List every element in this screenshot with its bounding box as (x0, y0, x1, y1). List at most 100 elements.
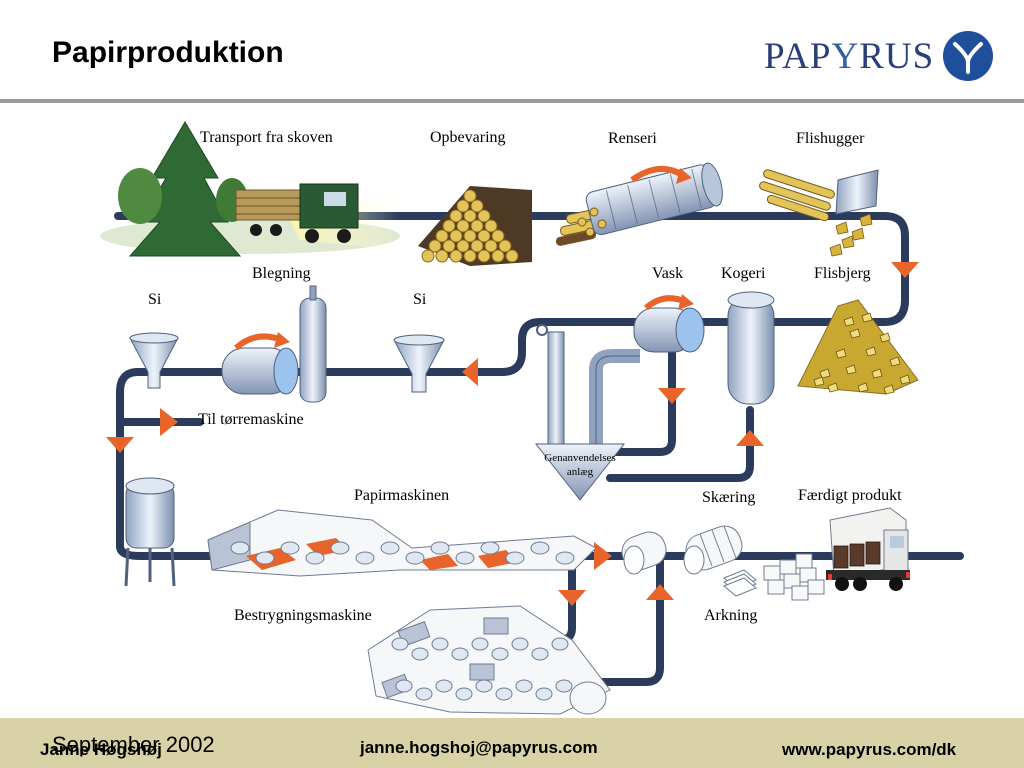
label-cleaning: Renseri (608, 130, 657, 147)
pipe-top (114, 212, 964, 560)
roller (495, 687, 513, 701)
label-transport: Transport fra skoven (200, 129, 333, 146)
logo-emblem-icon (943, 31, 994, 81)
flow-arrow-up-icon (646, 584, 674, 600)
flow-arrows (106, 262, 919, 606)
delivery-truck-illustration (826, 507, 910, 591)
paper-sheets-illustration (723, 569, 757, 597)
paper-machine-illustration (207, 509, 597, 577)
cutting-rolls-illustration (621, 525, 743, 575)
label-recycling-line1: Genanvendelses (544, 452, 615, 464)
log-end (449, 209, 463, 223)
wood-chip (883, 384, 895, 395)
log-end (477, 249, 491, 263)
wood-chip (845, 364, 857, 375)
roller (415, 687, 433, 701)
wood-chip (871, 368, 883, 379)
forest-transport-illustration (100, 121, 400, 257)
label-to-dryer: Til tørremaskine (198, 411, 304, 428)
roller (280, 541, 300, 555)
pipe-wash-down (566, 334, 676, 456)
papyrus-logo: PAPYRUS (764, 30, 994, 82)
pipe-cooker-return (606, 406, 754, 482)
chip-pile-illustration (797, 299, 919, 395)
roller (471, 637, 489, 651)
log-end (442, 239, 456, 253)
header-divider (0, 99, 1024, 103)
spruce-tree-icon (128, 121, 242, 257)
log-end (456, 199, 470, 213)
log-end (463, 229, 477, 243)
roller (555, 679, 573, 693)
sieve-left-illustration (129, 332, 179, 389)
log-end (442, 219, 456, 233)
label-wash: Vask (652, 265, 683, 282)
silo-illustration (124, 477, 176, 587)
roller (515, 679, 533, 693)
diagram-labels: Transport fra skoven Opbevaring Renseri … (148, 129, 902, 624)
log-end (449, 229, 463, 243)
log-end (435, 249, 449, 263)
wood-chip (819, 368, 831, 379)
footer-author: Janne Høgshøj (40, 740, 162, 759)
log-pile-illustration (418, 186, 532, 266)
log-end (456, 239, 470, 253)
roller (411, 647, 429, 661)
footer-email-link[interactable]: janne.hogshoj@papyrus.com (360, 738, 598, 757)
process-diagram: Genanvendelses anlæg (100, 121, 964, 715)
log-end (449, 249, 463, 263)
roller (491, 647, 509, 661)
label-cooker: Kogeri (721, 265, 766, 282)
flow-arrow-right-icon (160, 408, 178, 436)
roller (505, 551, 525, 565)
label-recycling-line2: anlæg (567, 466, 594, 478)
footer-date: September 2002 (52, 732, 215, 757)
chipper-illustration (759, 169, 879, 257)
log-end (484, 219, 498, 233)
label-bleaching: Blegning (252, 265, 311, 282)
label-storage: Opbevaring (430, 129, 506, 146)
bleaching-illustration (221, 285, 327, 403)
roller (480, 541, 500, 555)
roller (355, 551, 375, 565)
roller (395, 679, 413, 693)
wood-chip (865, 346, 877, 357)
roller (551, 637, 569, 651)
label-finished: Færdigt produkt (798, 487, 902, 504)
label-sieve-right: Si (413, 291, 427, 308)
label-paper-machine: Papirmaskinen (354, 487, 449, 504)
roller (230, 541, 250, 555)
wood-chip (849, 328, 861, 339)
roller (455, 551, 475, 565)
log-end (463, 189, 477, 203)
label-sheeting: Arkning (704, 607, 757, 624)
roller (305, 551, 325, 565)
log-end (456, 219, 470, 233)
roller (530, 541, 550, 555)
roller (431, 637, 449, 651)
coating-machine-illustration (367, 605, 611, 715)
wood-chip (889, 356, 901, 367)
roller (531, 647, 549, 661)
flow-arrow-down-icon (658, 388, 686, 404)
flow-arrow-down-icon (558, 590, 586, 606)
roller (255, 551, 275, 565)
roller (455, 687, 473, 701)
wood-chip (843, 316, 855, 327)
log-end (421, 249, 435, 263)
label-chip-pile: Flisbjerg (814, 265, 871, 282)
roller (555, 551, 575, 565)
page-title: Papirproduktion (52, 36, 284, 69)
flow-arrow-down-icon (106, 437, 134, 453)
log-end (470, 239, 484, 253)
log-end (470, 219, 484, 233)
wood-chip (899, 374, 911, 385)
log-end (463, 209, 477, 223)
wash-drum-illustration (633, 294, 705, 353)
flow-arrow-right-icon (594, 542, 612, 570)
pipe-network (114, 212, 964, 686)
roller (430, 541, 450, 555)
footer-website-link[interactable]: www.papyrus.com/dk (782, 740, 957, 759)
roller (451, 647, 469, 661)
roller (330, 541, 350, 555)
